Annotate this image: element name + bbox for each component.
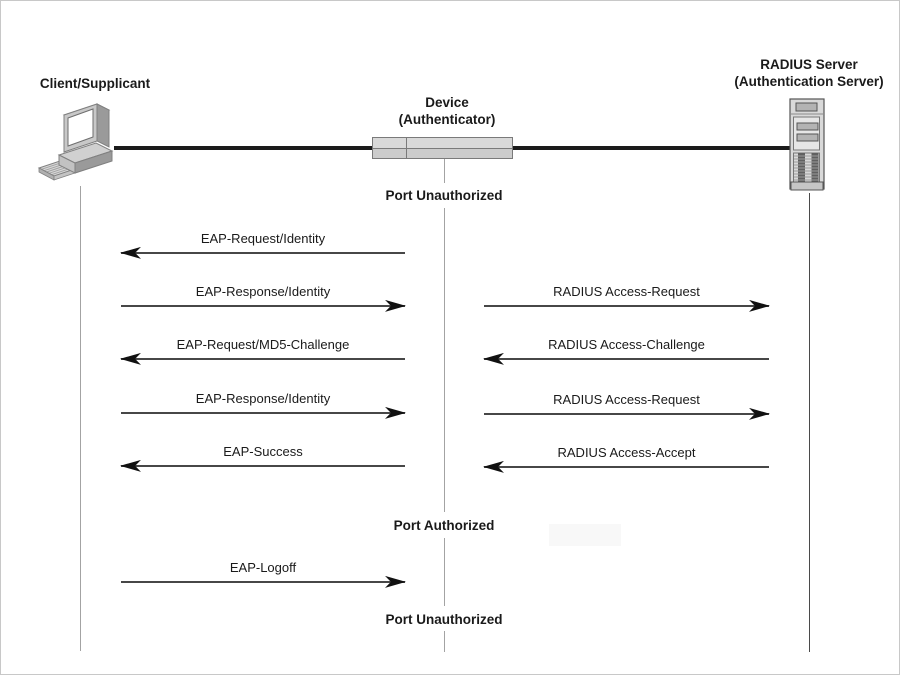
device-authenticator-label: Device (Authenticator) bbox=[347, 94, 547, 128]
message-label: EAP-Logoff bbox=[229, 560, 297, 575]
message-label: RADIUS Access-Request bbox=[553, 284, 700, 299]
arrow-right-icon bbox=[121, 575, 406, 588]
client-supplicant-label: Client/Supplicant bbox=[39, 76, 151, 91]
message-label: EAP-Request/MD5-Challenge bbox=[176, 337, 350, 352]
port-state-authorized: Port Authorized bbox=[344, 518, 544, 533]
message-radius-access-request-1: RADIUS Access-Request bbox=[484, 284, 770, 312]
client-lifeline bbox=[80, 186, 82, 651]
message-radius-access-request-2: RADIUS Access-Request bbox=[484, 392, 770, 420]
radius-server-label: RADIUS Server (Authentication Server) bbox=[689, 56, 899, 90]
highlight-patch bbox=[549, 524, 621, 546]
message-radius-access-challenge: RADIUS Access-Challenge bbox=[483, 337, 769, 365]
port-state-unauthorized-2: Port Unauthorized bbox=[344, 612, 544, 627]
message-radius-access-accept: RADIUS Access-Accept bbox=[483, 445, 769, 473]
arrow-left-icon bbox=[120, 459, 405, 472]
arrow-left-icon bbox=[483, 460, 769, 473]
message-eap-response-identity: EAP-Response/Identity bbox=[121, 284, 406, 312]
device-label-line1: Device bbox=[425, 95, 469, 110]
message-eap-logoff: EAP-Logoff bbox=[121, 560, 406, 588]
server-tower-icon bbox=[789, 97, 827, 193]
arrow-right-icon bbox=[121, 299, 406, 312]
message-label: EAP-Response/Identity bbox=[195, 391, 331, 406]
desktop-computer-icon bbox=[36, 101, 126, 196]
device-lifeline-segment bbox=[443, 159, 445, 183]
device-label-line2: (Authenticator) bbox=[398, 112, 496, 127]
arrow-left-icon bbox=[483, 352, 769, 365]
arrow-left-icon bbox=[120, 246, 405, 259]
network-switch-icon bbox=[372, 137, 513, 159]
message-label: EAP-Success bbox=[223, 444, 303, 459]
arrow-right-icon bbox=[121, 406, 406, 419]
message-label: RADIUS Access-Challenge bbox=[548, 337, 705, 352]
arrow-left-icon bbox=[120, 352, 405, 365]
message-label: EAP-Request/Identity bbox=[200, 231, 326, 246]
server-label-line1: RADIUS Server bbox=[760, 57, 858, 72]
port-state-unauthorized-1: Port Unauthorized bbox=[344, 188, 544, 203]
arrow-right-icon bbox=[484, 407, 770, 420]
server-label-line2: (Authentication Server) bbox=[734, 74, 884, 89]
message-eap-request-md5-challenge: EAP-Request/MD5-Challenge bbox=[120, 337, 405, 365]
arrow-right-icon bbox=[484, 299, 770, 312]
device-lifeline-segment bbox=[443, 631, 445, 652]
message-label: RADIUS Access-Request bbox=[553, 392, 700, 407]
server-lifeline bbox=[808, 193, 810, 652]
device-lifeline-segment bbox=[443, 538, 445, 606]
device-lifeline-segment bbox=[443, 208, 445, 512]
message-eap-request-identity: EAP-Request/Identity bbox=[120, 231, 405, 259]
message-eap-response-identity-2: EAP-Response/Identity bbox=[121, 391, 406, 419]
message-label: RADIUS Access-Accept bbox=[557, 445, 696, 460]
message-label: EAP-Response/Identity bbox=[195, 284, 331, 299]
message-eap-success: EAP-Success bbox=[120, 444, 405, 472]
